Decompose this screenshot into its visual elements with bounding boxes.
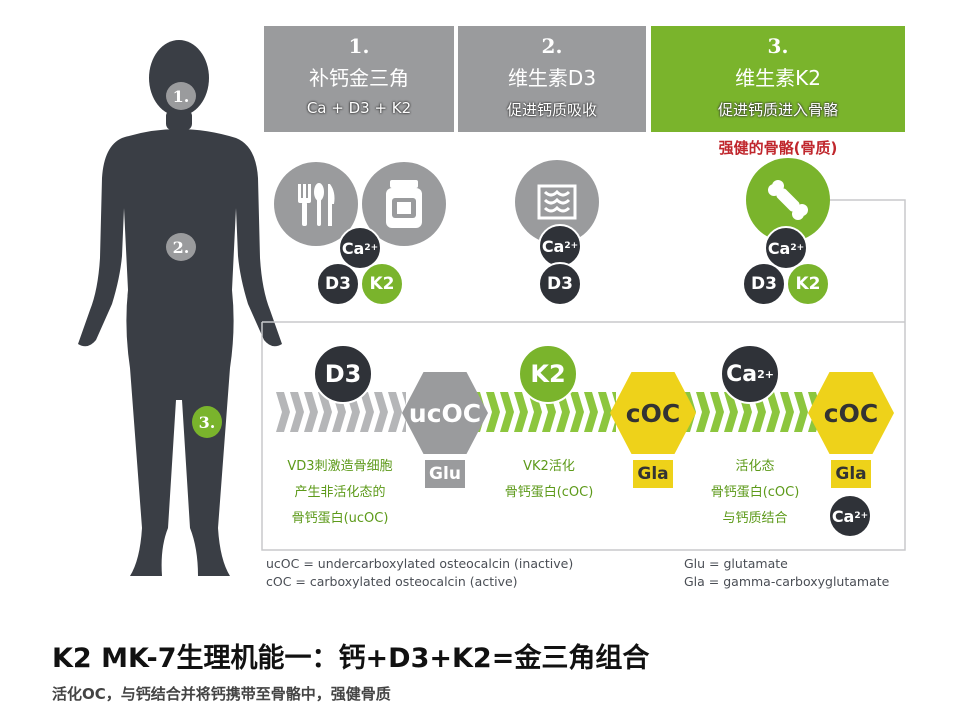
bound-ca-text: Ca bbox=[831, 506, 855, 526]
step1-d3-badge: D3 bbox=[316, 262, 360, 306]
coc-label-2: cOC bbox=[823, 398, 879, 428]
step-1-box: 1. 补钙金三角 Ca + D3 + K2 bbox=[264, 26, 454, 132]
pathway-ca-text: Ca bbox=[726, 361, 758, 387]
ucoc-hexagon: ucOC bbox=[402, 372, 488, 454]
gla-box-2: Gla bbox=[829, 458, 873, 490]
footer-title: K2 MK-7生理机能一：钙+D3+K2=金三角组合 bbox=[52, 643, 650, 674]
pathway-desc-2-line-2: 骨钙蛋白(cOC) bbox=[504, 485, 594, 500]
pathway-desc-2-line-1: VK2活化 bbox=[523, 459, 575, 474]
legend-glu: Glu = glutamate bbox=[684, 556, 788, 571]
body-label-2: 2. bbox=[166, 233, 196, 261]
pathway-desc-3-line-3: 与钙质结合 bbox=[722, 511, 788, 526]
step3-ca-text: Ca bbox=[767, 238, 791, 258]
body-label-3: 3. bbox=[192, 406, 222, 438]
pathway-desc-1-line-1: VD3刺激造骨细胞 bbox=[287, 459, 393, 474]
step-3-title: 维生素K2 bbox=[735, 66, 821, 90]
pathway-desc-1-line-2: 产生非活化态的 bbox=[294, 485, 386, 500]
pathway-desc-1: VD3刺激造骨细胞 产生非活化态的 骨钙蛋白(ucOC) bbox=[270, 454, 410, 532]
bone-icon bbox=[768, 180, 808, 220]
step-1-subtitle: Ca + D3 + K2 bbox=[306, 99, 412, 117]
pathway-desc-1-line-3: 骨钙蛋白(ucOC) bbox=[291, 511, 389, 526]
step-2-box: 2. 维生素D3 促进钙质吸收 bbox=[458, 26, 646, 132]
pathway-k2-text: K2 bbox=[530, 360, 566, 388]
step-2-subtitle: 促进钙质吸收 bbox=[506, 101, 597, 119]
strong-bones-label: 强健的骨骼(骨质) bbox=[718, 139, 838, 157]
step-3-subtitle: 促进钙质进入骨骼 bbox=[717, 101, 838, 119]
step-1-number: 1. bbox=[348, 34, 370, 58]
legend-ucoc: ucOC = undercarboxylated osteocalcin (in… bbox=[266, 556, 574, 571]
step-2-number: 2. bbox=[541, 34, 563, 58]
step3-d3-badge: D3 bbox=[742, 262, 786, 306]
pathway-k2-badge: K2 bbox=[518, 344, 578, 404]
step3-k2-badge: K2 bbox=[786, 262, 830, 306]
pathway-d3-badge: D3 bbox=[313, 344, 373, 404]
pathway-d3-text: D3 bbox=[324, 360, 362, 388]
step2-ca-charge: 2+ bbox=[564, 241, 579, 251]
pathway-desc-2: VK2活化 骨钙蛋白(cOC) bbox=[484, 454, 614, 506]
step3-k2-text: K2 bbox=[795, 274, 821, 294]
pathway-desc-3: 活化态 骨钙蛋白(cOC) 与钙质结合 bbox=[690, 454, 820, 532]
glu-label: Glu bbox=[429, 464, 461, 484]
pathway-ca-charge: 2+ bbox=[757, 367, 774, 381]
supplement-jar-icon bbox=[386, 180, 422, 228]
coc-label-1: cOC bbox=[625, 398, 681, 428]
gla-box-1: Gla bbox=[631, 458, 675, 490]
legend-coc: cOC = carboxylated osteocalcin (active) bbox=[266, 574, 518, 589]
ucoc-label: ucOC bbox=[408, 398, 482, 428]
glu-box: Glu bbox=[423, 458, 467, 490]
bound-ca-charge: 2+ bbox=[854, 511, 869, 521]
step1-ca-text: Ca bbox=[341, 238, 365, 258]
step-2-title: 维生素D3 bbox=[507, 66, 597, 90]
step3-ca-charge: 2+ bbox=[790, 243, 805, 253]
step1-k2-badge: K2 bbox=[360, 262, 404, 306]
body-label-1: 1. bbox=[166, 82, 196, 110]
step-3-number: 3. bbox=[767, 34, 789, 58]
pathway-arrows bbox=[276, 392, 826, 432]
step1-ca-charge: 2+ bbox=[364, 243, 379, 253]
step1-k2-text: K2 bbox=[369, 274, 395, 294]
pathway-desc-3-line-1: 活化态 bbox=[735, 459, 775, 474]
cutlery-icon bbox=[298, 183, 335, 226]
gla-label-1: Gla bbox=[637, 464, 669, 484]
step2-d3-badge: D3 bbox=[538, 262, 582, 306]
step-3-box: 3. 维生素K2 促进钙质进入骨骼 bbox=[651, 26, 905, 132]
legend-gla: Gla = gamma-carboxyglutamate bbox=[684, 574, 890, 589]
step2-ca-text: Ca bbox=[541, 236, 565, 256]
footer-subtitle: 活化OC，与钙结合并将钙携带至骨骼中，强健骨质 bbox=[52, 685, 391, 703]
step-1-title: 补钙金三角 bbox=[309, 66, 409, 90]
step2-d3-text: D3 bbox=[547, 274, 573, 294]
pathway-desc-3-line-2: 骨钙蛋白(cOC) bbox=[710, 485, 800, 500]
step3-d3-text: D3 bbox=[751, 274, 777, 294]
gla-label-2: Gla bbox=[835, 464, 867, 484]
intestine-icon bbox=[537, 184, 577, 220]
step1-d3-text: D3 bbox=[325, 274, 351, 294]
